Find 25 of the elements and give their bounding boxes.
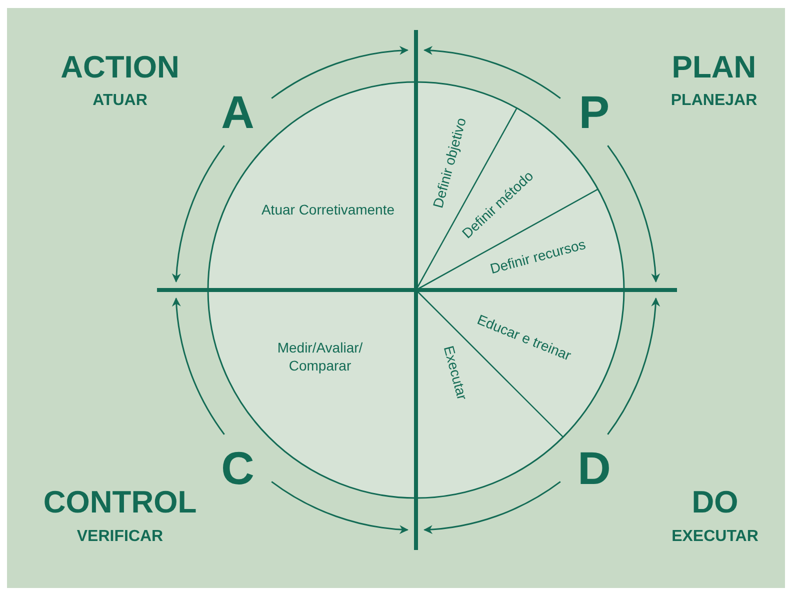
phase-letter: A [221, 88, 254, 135]
phase-title: CONTROL [43, 484, 197, 522]
curved-arrow [172, 298, 225, 435]
phase-subtitle: VERIFICAR [76, 527, 164, 547]
slice-label: Medir/Avaliar/ Comparar [276, 340, 364, 374]
curved-arrow [424, 46, 561, 99]
curved-arrow [271, 46, 408, 99]
slice-label: Definir objetivo [430, 116, 469, 210]
curved-arrow [607, 145, 660, 282]
phase-title: ACTION [60, 48, 180, 87]
curved-arrow [172, 145, 225, 282]
curved-arrow [424, 481, 561, 534]
curved-arrow [607, 298, 660, 435]
phase-subtitle: ATUAR [92, 91, 148, 111]
phase-letter: D [578, 445, 611, 492]
slice-label: Executar [440, 344, 471, 402]
curved-arrow [271, 481, 408, 534]
phase-subtitle: PLANEJAR [670, 91, 758, 111]
slice-label: Atuar Corretivamente [260, 201, 396, 219]
phase-letter: C [221, 445, 254, 492]
slice-label: Definir recursos [488, 236, 588, 278]
phase-letter: P [578, 88, 610, 135]
phase-title: PLAN [672, 48, 756, 87]
phase-subtitle: EXECUTAR [672, 527, 758, 547]
phase-title: DO [692, 484, 738, 522]
